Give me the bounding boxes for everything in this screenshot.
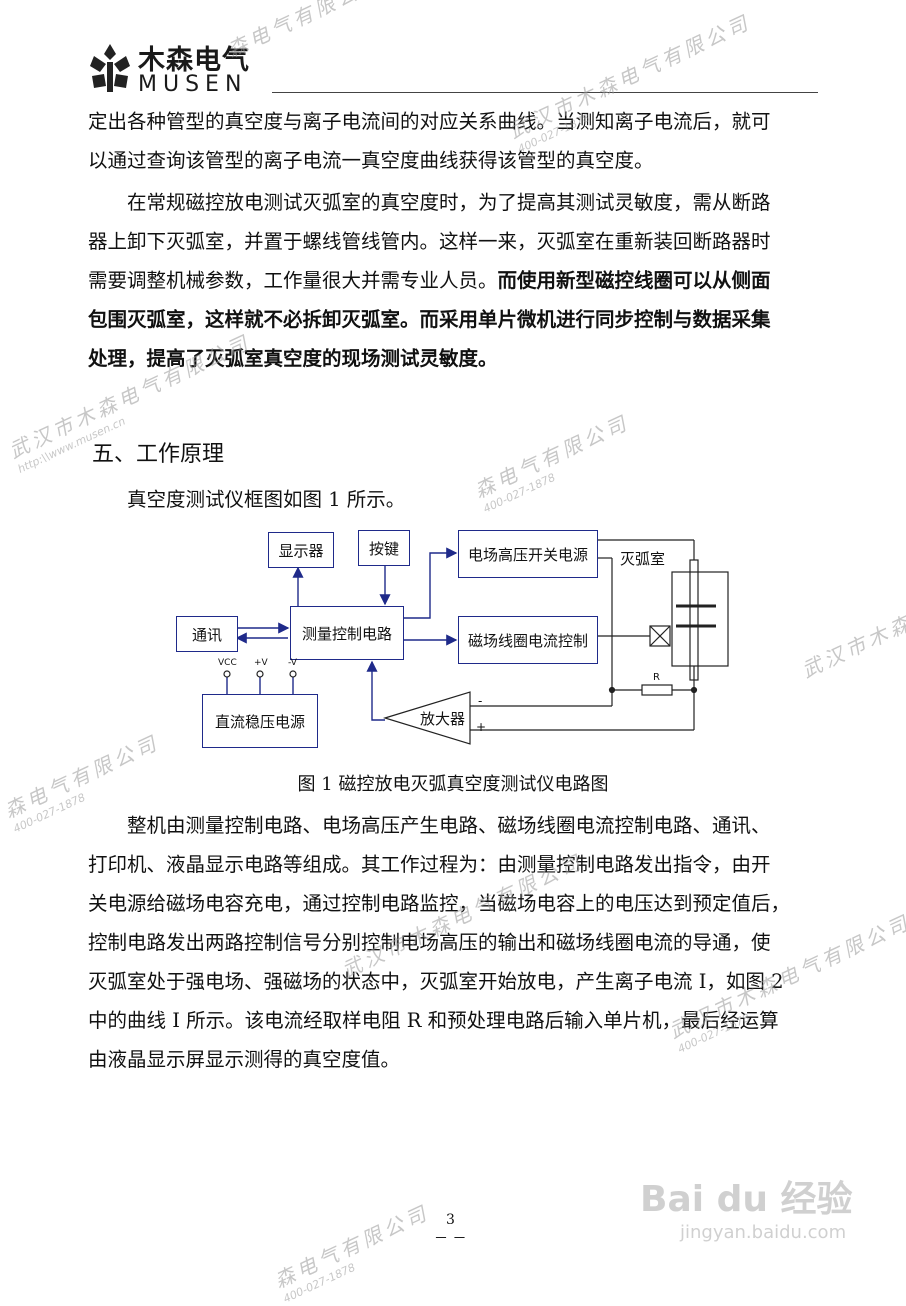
plus-label: + xyxy=(476,720,487,734)
page-number: 3 xyxy=(446,1212,455,1228)
watermark-mid-phone: 400-027-1878 xyxy=(481,470,558,516)
pos-v-label: +V xyxy=(254,658,268,668)
para3-line-5: 灭弧室处于强电场、强磁场的状态中，灭弧室开始放电，产生离子电流 I，如图 2 xyxy=(88,970,784,993)
resistor-label: R xyxy=(653,672,660,683)
para3-line-3: 关电源给磁场电容充电，通过控制电路监控，当磁场电容上的电压达到预定值后， xyxy=(88,892,791,915)
watermark-bottom-phone: 400-027-1878 xyxy=(281,1260,358,1306)
para2-line-2: 器上卸下灭弧室，并置于螺线管线管内。这样一来，灭弧室在重新装回断路器时 xyxy=(88,230,771,253)
paragraph-2: 在常规磁控放电测试灭弧室的真空度时，为了提高其测试灵敏度，需从断路 器上卸下灭弧… xyxy=(88,183,818,378)
logo-cn: 木森电气 xyxy=(138,45,250,76)
musen-logo-icon xyxy=(90,44,130,92)
para2-line-1: 在常规磁控放电测试灭弧室的真空度时，为了提高其测试灵敏度，需从断路 xyxy=(127,191,771,214)
baidu-watermark: Bai du 经验 jingyan.baidu.com xyxy=(640,1170,853,1243)
para3-line-1: 整机由测量控制电路、电场高压产生电路、磁场线圈电流控制电路、通讯、 xyxy=(127,814,771,837)
neg-v-label: -V xyxy=(288,658,297,668)
watermark-mid: 森电气有限公司 400-027-1878 xyxy=(469,406,639,515)
para2-bold-line-1: 包围灭弧室，这样就不必拆卸灭弧室。而采用单片微机进行同步控制与数据采集 xyxy=(88,308,771,331)
coil-ctrl-box: 磁场线圈电流控制 xyxy=(458,616,598,664)
para3-line-7: 由液晶显示屏显示测得的真空度值。 xyxy=(88,1048,401,1071)
watermark-right-company: 武汉市木森电气有限公司 xyxy=(797,549,906,683)
baidu-url: jingyan.baidu.com xyxy=(680,1222,847,1243)
paragraph-3: 整机由测量控制电路、电场高压产生电路、磁场线圈电流控制电路、通讯、 打印机、液晶… xyxy=(88,806,818,1079)
figure-caption: 图 1 磁控放电灭弧真空度测试仪电路图 xyxy=(297,774,609,795)
amp-label: 放大器 xyxy=(420,710,466,728)
section-intro: 真空度测试仪框图如图 1 所示。 xyxy=(127,488,406,511)
watermark-right: 武汉市木森电气有限公司 xyxy=(796,546,906,684)
watermark-mid-company: 森电气有限公司 xyxy=(470,410,634,503)
para3-line-4: 控制电路发出两路控制信号分别控制电场高压的输出和磁场线圈电流的导通，使 xyxy=(88,931,771,954)
para2-bold-line-2: 处理，提高了灭弧室真空度的现场测试灵敏度。 xyxy=(88,347,498,370)
page-number-dash: － － xyxy=(434,1231,467,1247)
logo-en: MUSEN xyxy=(138,72,248,97)
dc-supply-box: 直流稳压电源 xyxy=(202,694,318,748)
display-box: 显示器 xyxy=(268,532,334,568)
minus-label: - xyxy=(478,694,483,708)
watermark-bottom-company: 森电气有限公司 xyxy=(270,1200,434,1293)
baidu-logo: Bai du 经验 xyxy=(640,1179,853,1220)
para3-line-6: 中的曲线 I 所示。该电流经取样电阻 R 和预处理电路后输入单片机，最后经运算 xyxy=(88,1009,779,1032)
para2-bold-tail: 而使用新型磁控线圈可以从侧面 xyxy=(497,269,771,292)
hv-supply-box: 电场高压开关电源 xyxy=(458,530,598,578)
para2-line-3: 需要调整机械参数，工作量很大并需专业人员。而使用新型磁控线圈可以从侧面 xyxy=(88,261,818,300)
header-logo: 木森电气 MUSEN xyxy=(86,38,276,100)
section-heading: 五、工作原理 xyxy=(92,442,225,467)
watermark-bottom: 森电气有限公司 400-027-1878 xyxy=(269,1196,439,1305)
para3-line-2: 打印机、液晶显示电路等组成。其工作过程为：由测量控制电路发出指令，由开 xyxy=(88,853,771,876)
comm-box: 通讯 xyxy=(176,616,238,652)
control-box: 测量控制电路 xyxy=(290,606,404,660)
keys-box: 按键 xyxy=(358,530,410,566)
intro-line-1: 定出各种管型的真空度与离子电流间的对应关系曲线。当测知离子电流后，就可 xyxy=(88,110,771,133)
header-rule xyxy=(272,92,818,93)
intro-paragraph: 定出各种管型的真空度与离子电流间的对应关系曲线。当测知离子电流后，就可 以通过查… xyxy=(88,102,818,180)
vcc-label: VCC xyxy=(218,658,237,668)
chamber-label: 灭弧室 xyxy=(620,550,666,568)
intro-line-2: 以通过查询该管型的离子电流一真空度曲线获得该管型的真空度。 xyxy=(88,149,654,172)
para2-line-3-text: 需要调整机械参数，工作量很大并需专业人员。 xyxy=(88,269,498,292)
